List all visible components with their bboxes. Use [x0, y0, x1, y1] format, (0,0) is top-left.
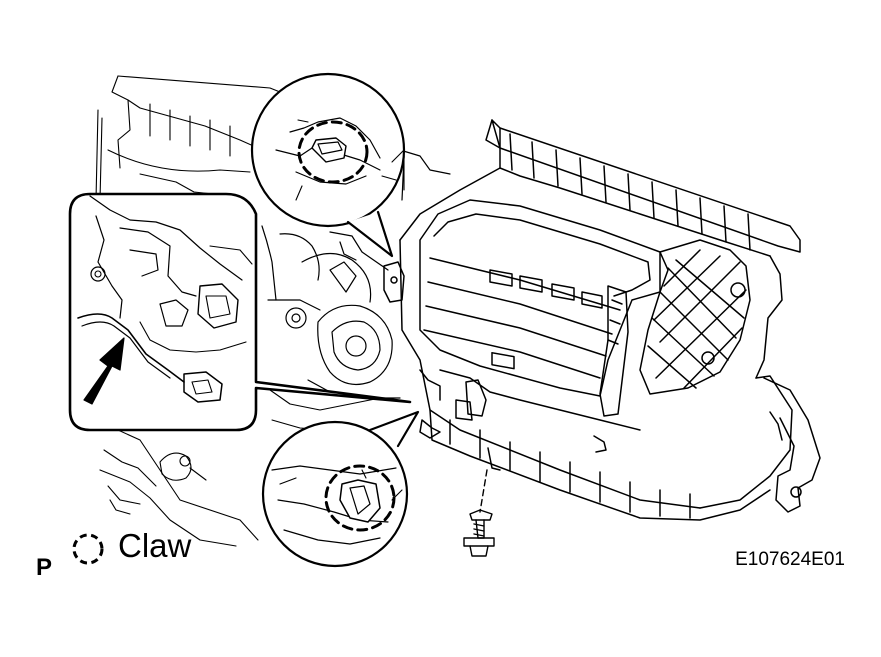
bottom-detail-callout	[261, 410, 420, 568]
dashed-circle-icon	[72, 533, 104, 565]
connector-inset	[68, 192, 412, 432]
legend-letter: P	[36, 554, 53, 581]
top-detail-callout	[250, 72, 406, 258]
figure-code: E107624E01	[735, 549, 845, 570]
blower-area	[261, 149, 451, 399]
legend-claw-label: Claw	[118, 527, 192, 564]
dashboard-frame	[95, 75, 381, 547]
bolt	[463, 469, 495, 557]
hvac-case	[383, 119, 821, 521]
